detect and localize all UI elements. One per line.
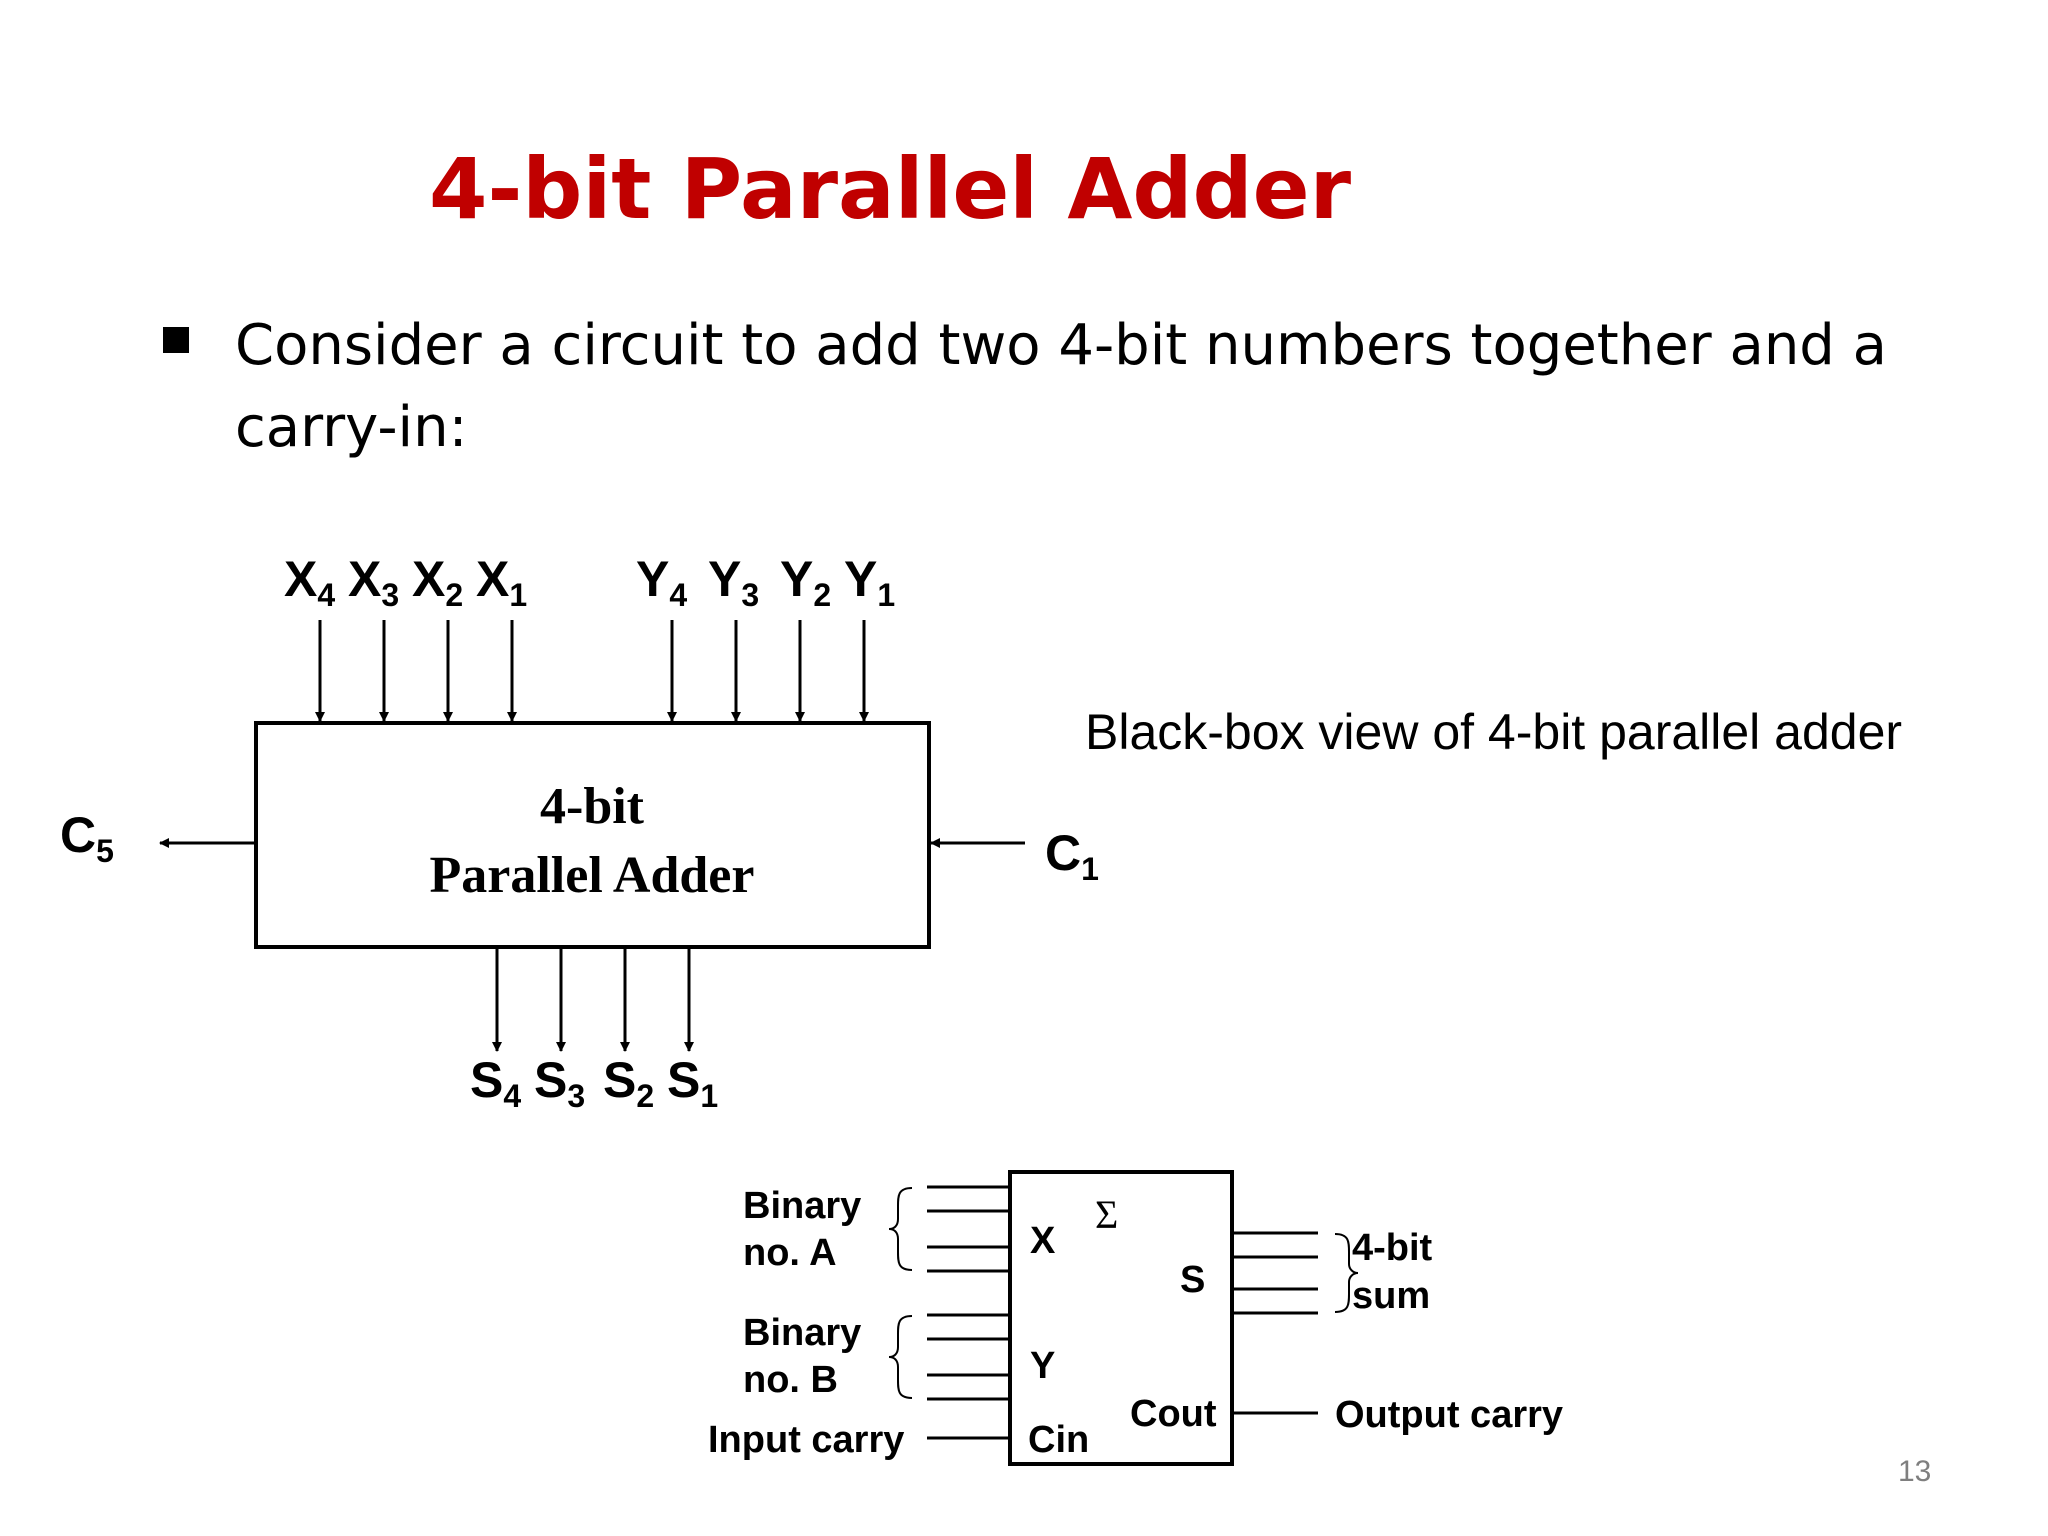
bullet-square-icon: [163, 327, 189, 353]
blackbox-caption: Black-box view of 4-bit parallel adder: [1085, 704, 1903, 760]
label-x1: X1: [476, 551, 527, 613]
label-c1: C1: [1045, 825, 1099, 887]
label-s2: S2: [603, 1052, 654, 1114]
label-y3: Y3: [708, 551, 759, 613]
adder-symbol-diagram: Σ X Y S Cout Cin Binary no. A Binary no.…: [708, 1170, 1563, 1466]
label-binary-b-line2: no. B: [743, 1359, 838, 1401]
brace-sum-icon: [1334, 1233, 1359, 1313]
port-y-label: Y: [1030, 1345, 1055, 1387]
label-s1: S1: [667, 1052, 718, 1114]
label-output-carry: Output carry: [1335, 1394, 1563, 1436]
label-sum-line1: 4-bit: [1352, 1227, 1433, 1269]
label-sum-line2: sum: [1352, 1275, 1430, 1317]
sigma-symbol: Σ: [1095, 1192, 1118, 1237]
label-x3: X3: [348, 551, 399, 613]
label-c5: C5: [60, 807, 114, 869]
blackbox-diagram: 4-bit Parallel Adder X4 X3 X2 X1 Y4 Y3 Y…: [60, 551, 1099, 1114]
port-x-label: X: [1030, 1220, 1056, 1262]
slide-title: 4-bit Parallel Adder: [429, 140, 1351, 238]
adder-symbol-box: [1008, 1170, 1234, 1466]
brace-b-icon: [888, 1315, 913, 1399]
label-binary-a-line1: Binary: [743, 1185, 861, 1227]
label-y4: Y4: [636, 551, 687, 613]
label-s4: S4: [470, 1052, 521, 1114]
label-x2: X2: [412, 551, 463, 613]
port-s-label: S: [1180, 1259, 1205, 1301]
blackbox-adder-box: [254, 721, 931, 949]
label-y2: Y2: [780, 551, 831, 613]
label-binary-b-line1: Binary: [743, 1312, 861, 1354]
label-y1: Y1: [844, 551, 895, 613]
box-label-line1: 4-bit: [540, 778, 645, 835]
bullet-text: Consider a circuit to add two 4-bit numb…: [235, 313, 1887, 460]
port-cout-label: Cout: [1130, 1393, 1217, 1435]
box-label-line2: Parallel Adder: [430, 847, 755, 904]
label-input-carry: Input carry: [708, 1419, 904, 1461]
label-s3: S3: [534, 1052, 585, 1114]
slide-number: 13: [1898, 1455, 1932, 1488]
label-binary-a-line2: no. A: [743, 1232, 837, 1274]
brace-a-icon: [888, 1187, 913, 1271]
label-x4: X4: [284, 551, 335, 613]
port-cin-label: Cin: [1028, 1419, 1089, 1461]
